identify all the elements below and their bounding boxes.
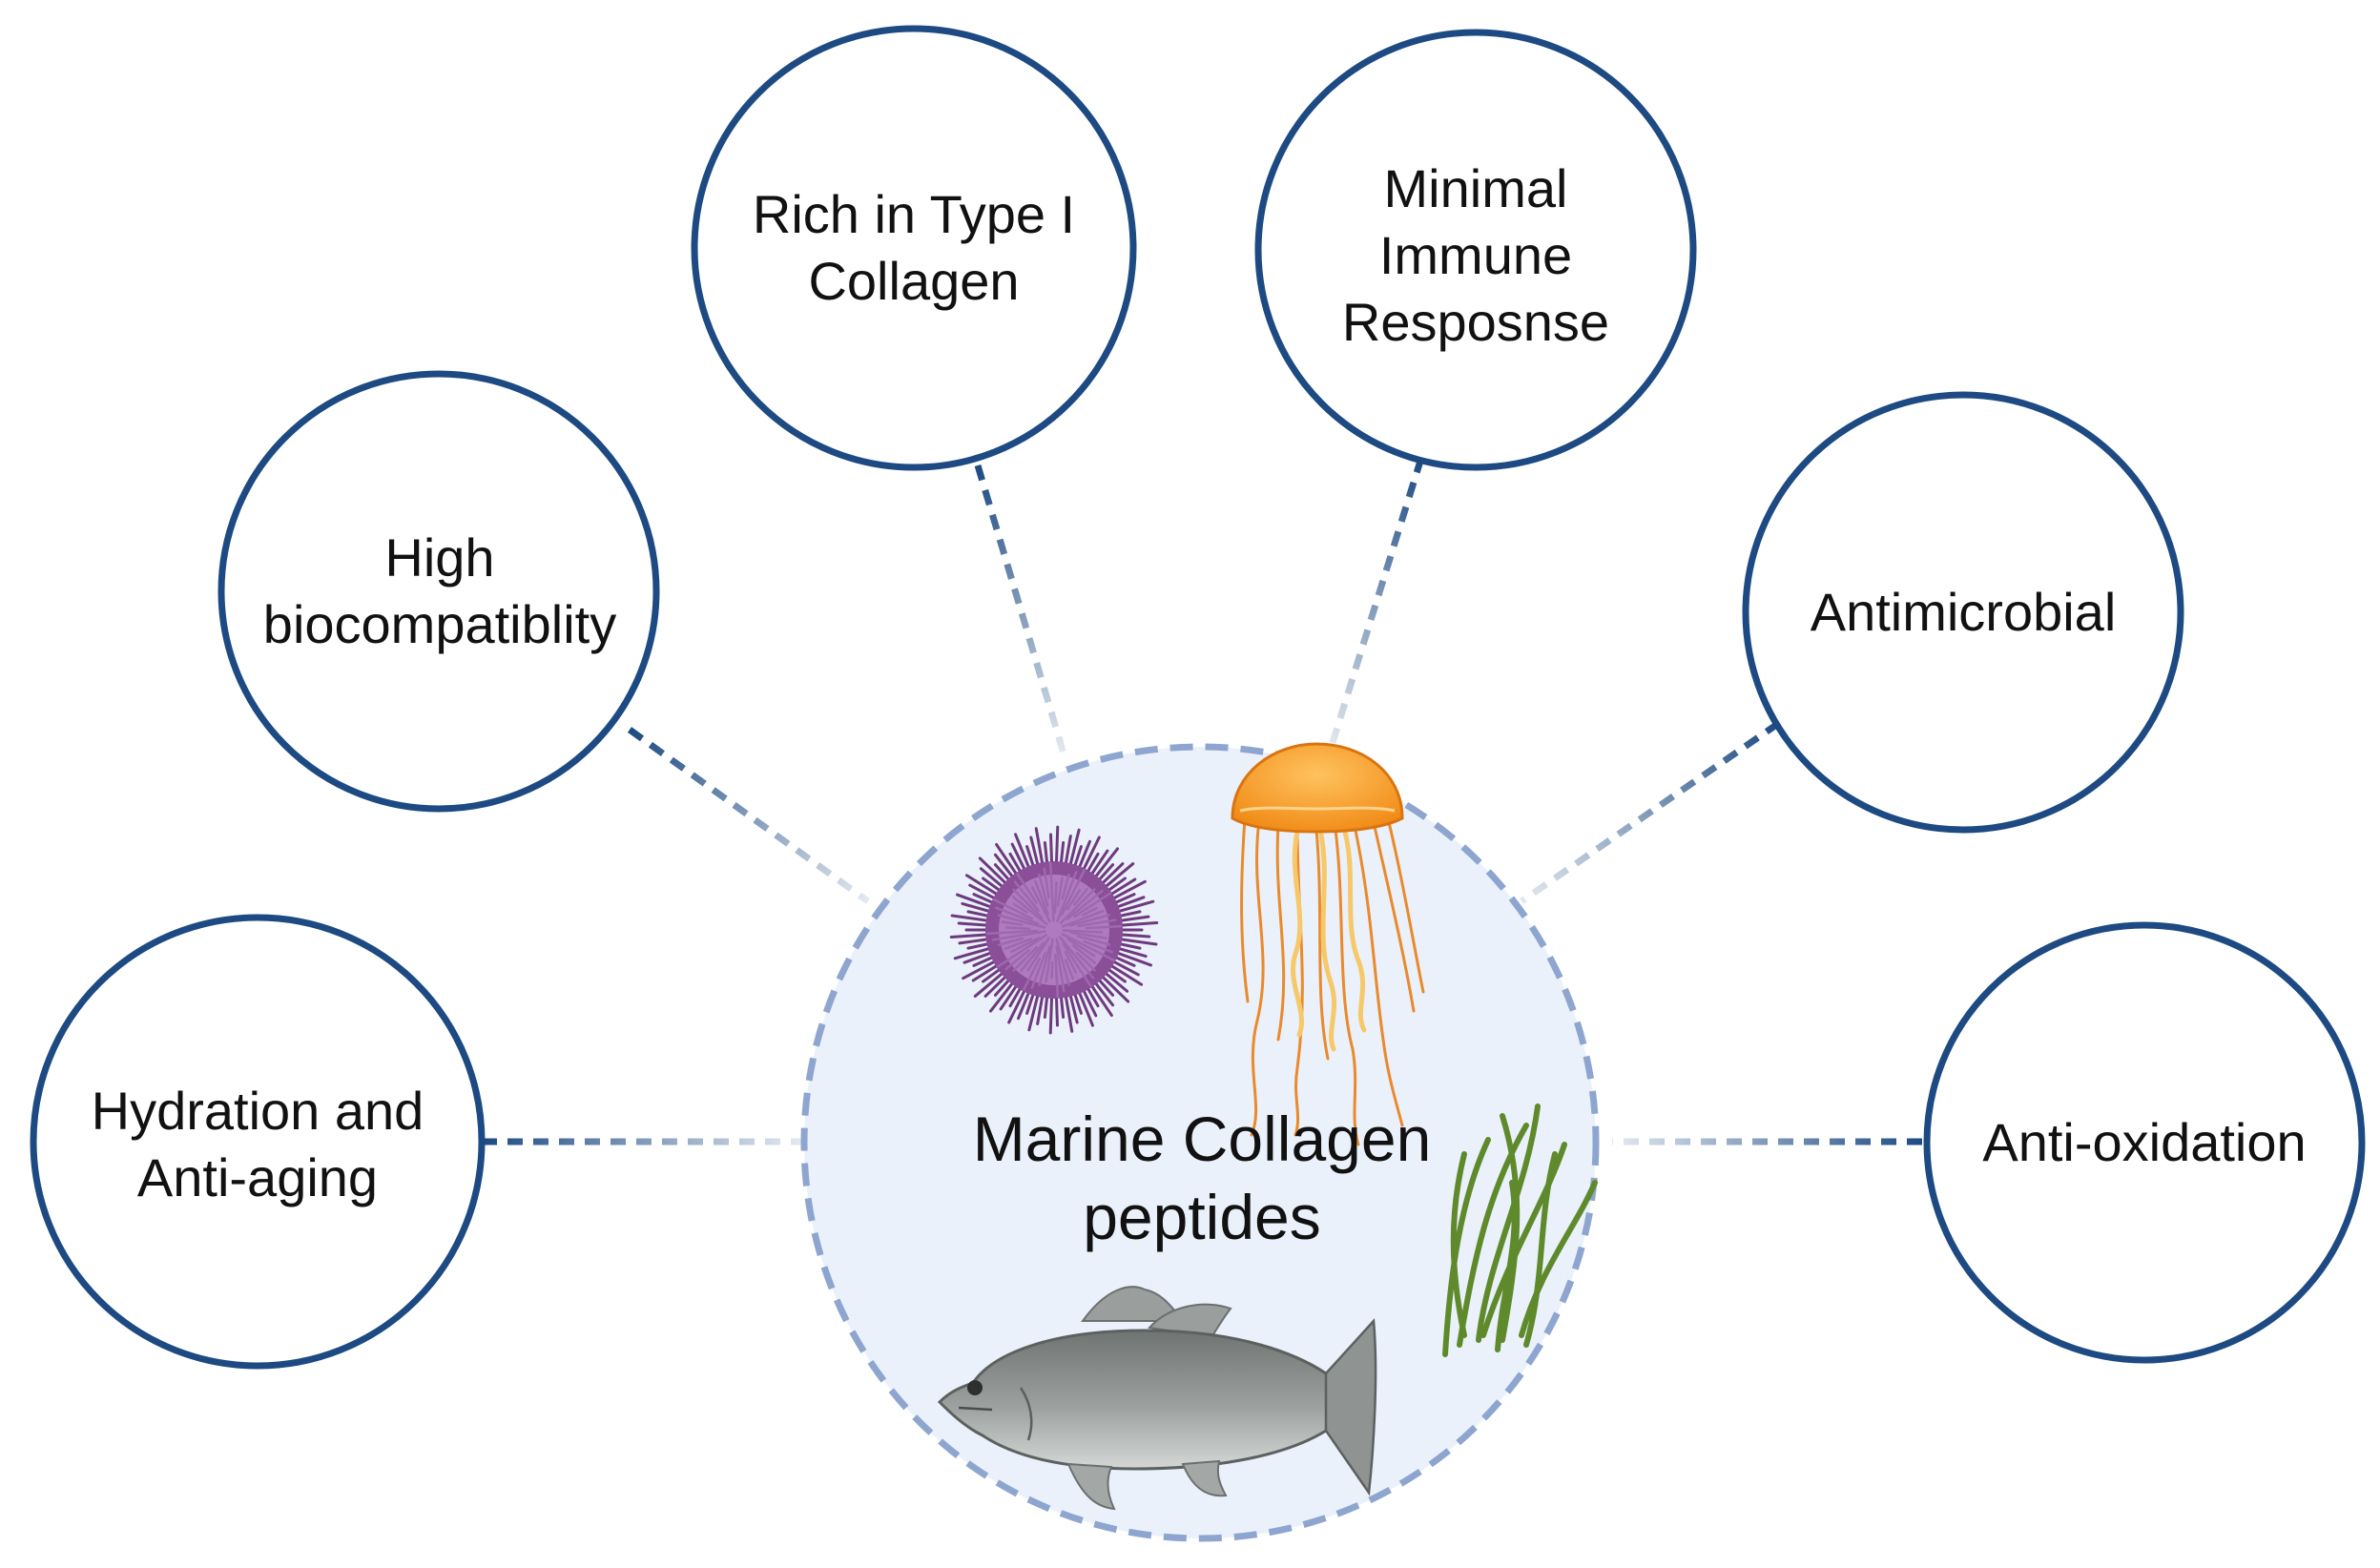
circle-antimicrobial [1742, 391, 2184, 834]
circle-rich-type-i [691, 25, 1137, 471]
label-hydration: Hydration and Anti-aging [91, 1081, 424, 1207]
circle-anti-oxidation [1923, 921, 2366, 1364]
property-circles [30, 25, 2366, 1370]
center-label: Marine Collagen peptides [972, 1104, 1432, 1252]
label-high-biocompat: High biocompatiblity [262, 527, 617, 654]
connector-antimicrobial [1520, 720, 1781, 904]
circle-minimal-immune [1254, 29, 1697, 471]
jellyfish-icon [1231, 742, 1425, 1146]
connector-high-biocompat [627, 727, 871, 904]
label-minimal-immune: Minimal Immune Resposnse [1341, 158, 1610, 352]
connectors [482, 456, 1922, 1145]
label-antimicrobial: Antimicrobial [1810, 582, 2117, 642]
label-rich-type-i: Rich in Type I Collagen [752, 184, 1076, 311]
sea-urchin-icon [949, 825, 1159, 1035]
fish-icon [937, 1286, 1377, 1511]
label-anti-oxidation: Anti-oxidation [1982, 1112, 2307, 1172]
seagrass-icon [1442, 1104, 1598, 1357]
circle-high-biocompat [217, 370, 660, 813]
circle-hydration [30, 914, 486, 1370]
